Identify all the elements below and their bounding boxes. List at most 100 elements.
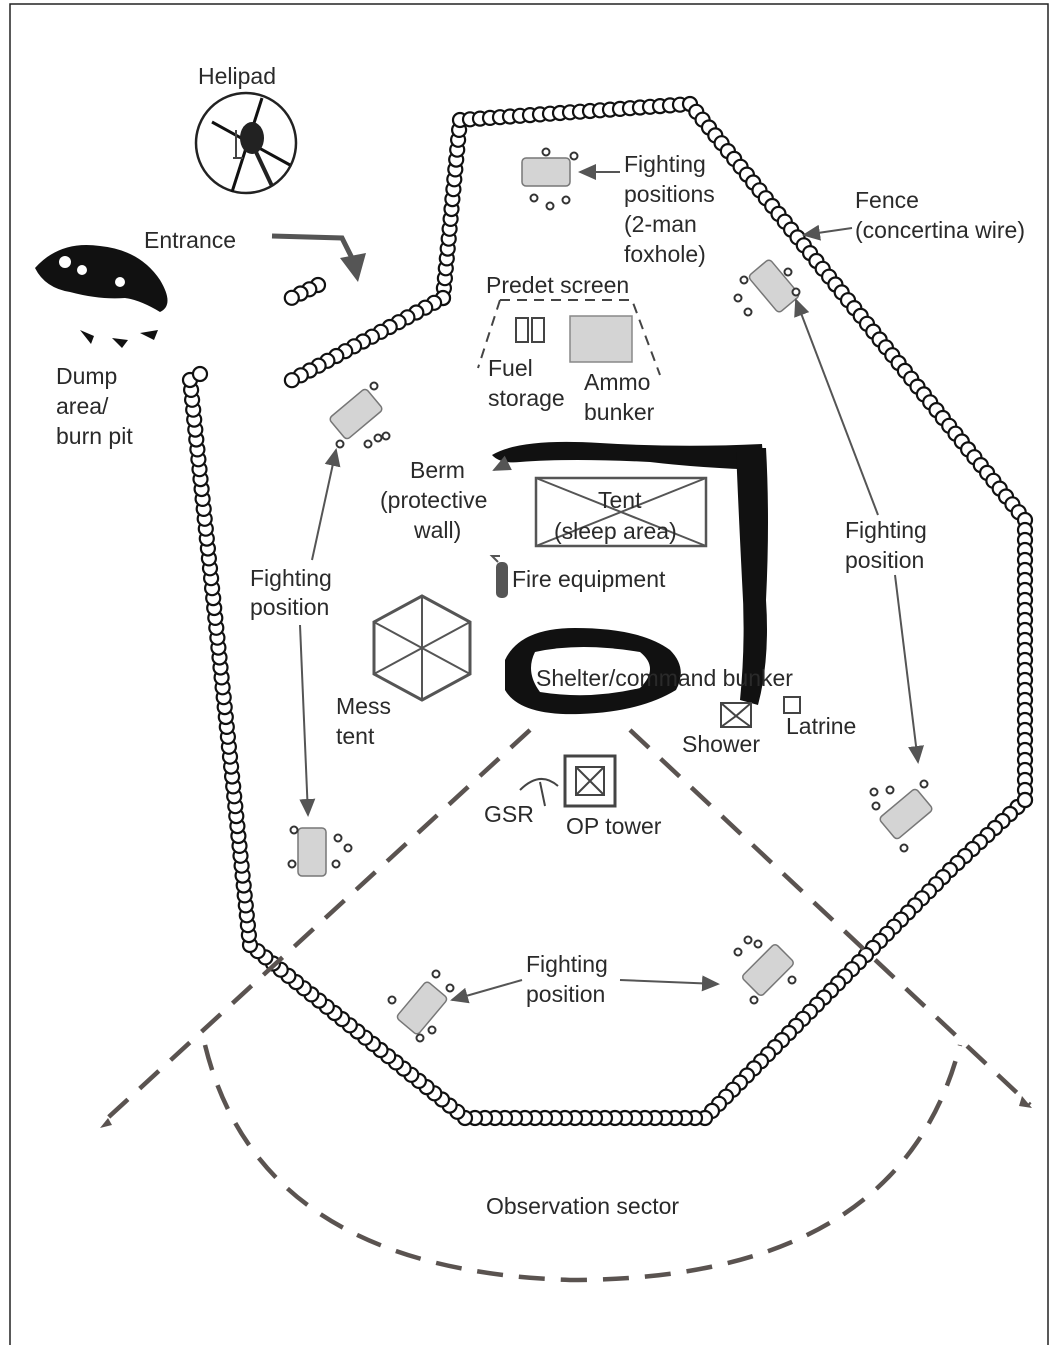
sector-arc — [202, 1044, 963, 1283]
arrow-fp-left-up — [311, 448, 341, 561]
foxhole-icon — [545, 201, 555, 211]
figure-frame — [9, 3, 1049, 1345]
foxhole-icon — [733, 947, 743, 957]
vehicle-icon — [521, 157, 571, 187]
tent-label-line2: (sleep area) — [554, 518, 677, 544]
predet-screen-label: Predet screen — [486, 272, 629, 298]
helipad — [194, 91, 298, 195]
arrow-fp-left-down — [299, 624, 316, 817]
vehicle-icon — [748, 259, 800, 313]
foxhole-icon — [331, 859, 341, 869]
fighting-position-left-upper — [329, 381, 391, 449]
mess-label-line1: Mess — [336, 693, 391, 719]
fp-left-label-line1: Fighting — [250, 565, 332, 591]
fp-right-label-line1: Fighting — [845, 517, 927, 543]
foxhole-icon — [335, 439, 345, 449]
fighting-position-left-lower — [287, 825, 353, 877]
vehicle-icon — [329, 388, 383, 440]
dump-label-line3: burn pit — [56, 423, 133, 449]
foxhole-icon — [415, 1033, 425, 1043]
fp-left-label-line2: position — [250, 594, 329, 620]
leader-arrows — [299, 164, 924, 1004]
tent-icon — [534, 476, 708, 548]
wire-coil — [191, 365, 209, 383]
vehicle-icon — [396, 981, 448, 1035]
foxhole-icon — [369, 381, 379, 391]
foxhole-icon — [783, 267, 793, 277]
foxhole-icon — [787, 975, 797, 985]
arrow-fp-right-down — [894, 574, 924, 764]
concertina-wire-fence — [181, 95, 1034, 1127]
wire-coil — [283, 372, 300, 389]
foxhole-icon — [869, 787, 879, 797]
ammo-label-line2: bunker — [584, 399, 655, 425]
fp-top-label-line1: Fighting — [624, 151, 706, 177]
fighting-position-bottom-right — [733, 935, 797, 1005]
fp-bottom-label-line2: position — [526, 981, 605, 1007]
fp-top-label-line4: foxhole) — [624, 241, 706, 267]
foxhole-icon — [739, 275, 749, 285]
shower-icon — [720, 702, 752, 728]
wire-coil — [1016, 791, 1034, 809]
op-tower-label: OP tower — [566, 813, 662, 839]
foxhole-icon — [561, 195, 571, 205]
foxhole-icon — [381, 431, 391, 441]
foxhole-icon — [363, 439, 373, 449]
latrine-icon — [783, 696, 801, 714]
vehicle-icon — [879, 788, 933, 840]
fuel-label-line2: storage — [488, 385, 565, 411]
berm-wall — [492, 441, 768, 705]
ammo-label-line1: Ammo — [584, 369, 650, 395]
fire-equipment-label: Fire equipment — [512, 566, 666, 592]
gsr-label: GSR — [484, 801, 534, 827]
foxhole-icon — [753, 939, 763, 949]
foxhole-icon — [333, 833, 343, 843]
fp-top-label-line2: positions — [624, 181, 715, 207]
ammo-bunker-icon — [569, 315, 633, 363]
fighting-position-right-upper — [733, 259, 801, 317]
foxhole-icon — [743, 935, 753, 945]
fence-label-line1: Fence — [855, 187, 919, 213]
foxhole-icon — [287, 859, 297, 869]
tent-label-line1: Tent — [598, 487, 642, 513]
foxhole-icon — [431, 969, 441, 979]
foxhole-icon — [541, 147, 551, 157]
fp-top-label-line3: (2-man — [624, 211, 697, 237]
entrance-label: Entrance — [144, 227, 236, 253]
dump-area-shape — [35, 244, 168, 348]
mess-tent-icon — [372, 594, 472, 702]
predet-screen-outline — [477, 299, 661, 376]
gsr-icon — [519, 778, 559, 807]
sector-left-arrowhead — [100, 1118, 112, 1128]
shower-label: Shower — [682, 731, 760, 757]
fuel-storage-icon — [515, 317, 545, 343]
fighting-position-bottom-left — [387, 969, 455, 1043]
shelter-command-bunker — [505, 628, 681, 715]
vehicle-icon — [742, 944, 794, 996]
foxhole-icon — [733, 293, 743, 303]
foxhole-icon — [749, 995, 759, 1005]
arrow-fp-bottom-right — [619, 975, 720, 992]
op-tower-icon — [563, 754, 617, 808]
foxhole-icon — [343, 843, 353, 853]
entrance-arrow — [271, 233, 366, 282]
dump-label-line2: area/ — [56, 393, 109, 419]
fp-bottom-label-line1: Fighting — [526, 951, 608, 977]
arrow-fp-right-up — [794, 298, 879, 516]
foxhole-icon — [427, 1025, 437, 1035]
arrow-fence — [802, 224, 853, 241]
fence-label-line2: (concertina wire) — [855, 217, 1025, 243]
labels: Helipad Entrance Dump area/ burn pit Fig… — [56, 63, 1025, 1219]
foxhole-icon — [885, 785, 895, 795]
berm-label-line1: Berm — [410, 457, 465, 483]
vehicle-icon — [297, 827, 327, 877]
observation-sector — [98, 728, 1032, 1283]
foxhole-icon — [743, 307, 753, 317]
foxhole-icon — [445, 983, 455, 993]
helipad-label: Helipad — [198, 63, 276, 89]
dump-label-line1: Dump — [56, 363, 117, 389]
fuel-label-line1: Fuel — [488, 355, 533, 381]
wire-coil — [283, 289, 300, 306]
foxhole-icon — [791, 287, 801, 297]
